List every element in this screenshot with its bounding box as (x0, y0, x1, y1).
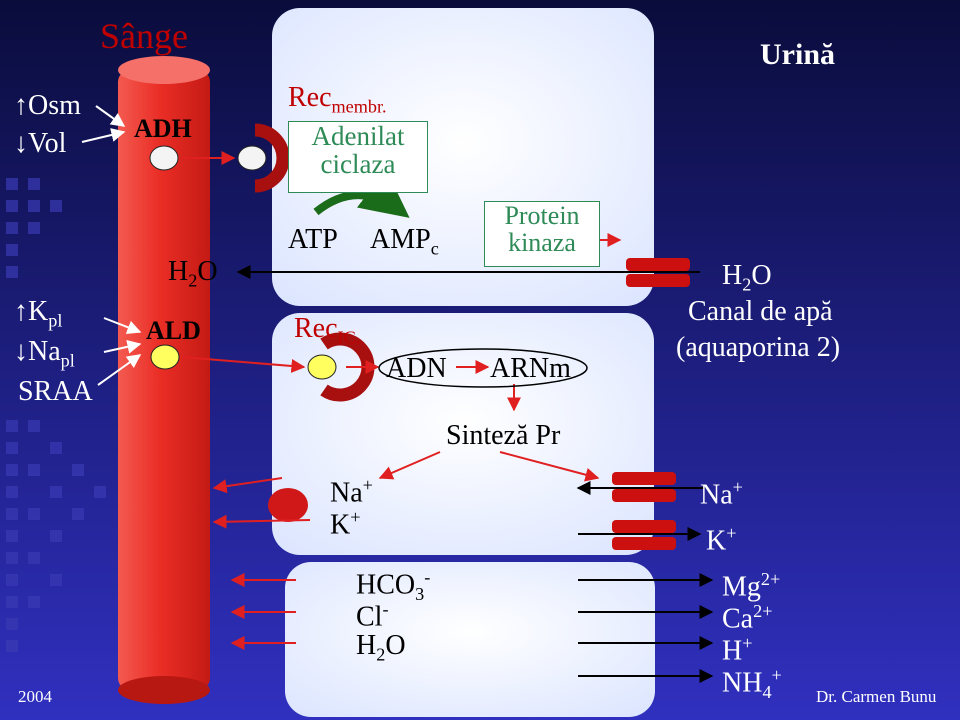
atp-label: ATP (288, 224, 338, 255)
amp-c-label: AMPc (370, 224, 439, 259)
adn-label: ADN (386, 353, 447, 384)
osm-label: ↑Osm (14, 90, 81, 121)
protein-text: Protein (504, 201, 580, 230)
signal-arrows (180, 151, 622, 650)
down-arrow-icon: ↓ (14, 128, 28, 159)
adn-arnm-ellipse (378, 348, 588, 388)
author-label: Dr. Carmen Bunu (816, 687, 937, 706)
ion-channel-icon (612, 472, 676, 550)
year-label: 2004 (18, 687, 52, 706)
protein-kinaza-box: Protein kinaza (484, 201, 600, 267)
cell-bottom (285, 562, 655, 717)
adh-label: ADH (134, 114, 192, 143)
mg-label: Mg2+ (722, 569, 781, 603)
ald-dot (150, 344, 180, 370)
cl-label: Cl- (356, 599, 389, 633)
cell-na-label: Na+ (330, 475, 373, 509)
rec-membr-label: Recmembr. (288, 82, 387, 117)
nh4-label: NH4+ (722, 665, 782, 702)
transport-arrows (236, 265, 714, 683)
aquaporina-label: (aquaporina 2) (676, 332, 841, 363)
urine-water-label: H2O (722, 260, 772, 295)
canal-label: Canal de apă (688, 296, 833, 327)
na-k-pump-icon (268, 488, 308, 522)
up-arrow-icon: ↑ (14, 296, 28, 327)
decorative-squares (6, 178, 106, 652)
na-pl-label: ↓Napl (14, 336, 75, 371)
sange-label: Sânge (100, 16, 188, 56)
down-arrow-icon: ↓ (14, 336, 28, 367)
hco3-label: HCO3- (356, 567, 431, 604)
vol-label: ↓Vol (14, 128, 67, 159)
conversion-arrow-icon (313, 169, 410, 218)
adenilat-ciclaza-box: Adenilat ciclaza (288, 121, 428, 193)
up-arrow-icon: ↑ (14, 90, 28, 121)
h-label: H+ (722, 633, 753, 667)
urine-na-label: Na+ (700, 477, 743, 511)
urina-label: Urină (760, 38, 835, 71)
aquaporin-channel-icon (626, 258, 690, 287)
input-arrows (81, 105, 142, 386)
sraa-label: SRAA (18, 376, 93, 407)
cell-water-label: H2O (356, 630, 406, 665)
membrane-receptor-icon (237, 123, 290, 193)
kinaza-text: kinaza (508, 228, 576, 258)
urine-k-label: K+ (706, 523, 737, 557)
ciclaza-text: ciclaza (320, 149, 396, 180)
rec-ic-label: RecIC. (294, 313, 361, 348)
ald-label: ALD (146, 316, 201, 345)
arnm-label: ARNm (490, 353, 571, 384)
ca-label: Ca2+ (722, 601, 773, 635)
cell-k-label: K+ (330, 507, 361, 541)
adh-dot (149, 145, 179, 171)
k-pl-label: ↑Kpl (14, 296, 63, 331)
sinteza-pr-label: Sinteză Pr (446, 420, 561, 451)
adenilat-text: Adenilat (311, 121, 405, 151)
blood-vessel (118, 56, 210, 704)
vessel-water-label: H2O (168, 256, 218, 291)
